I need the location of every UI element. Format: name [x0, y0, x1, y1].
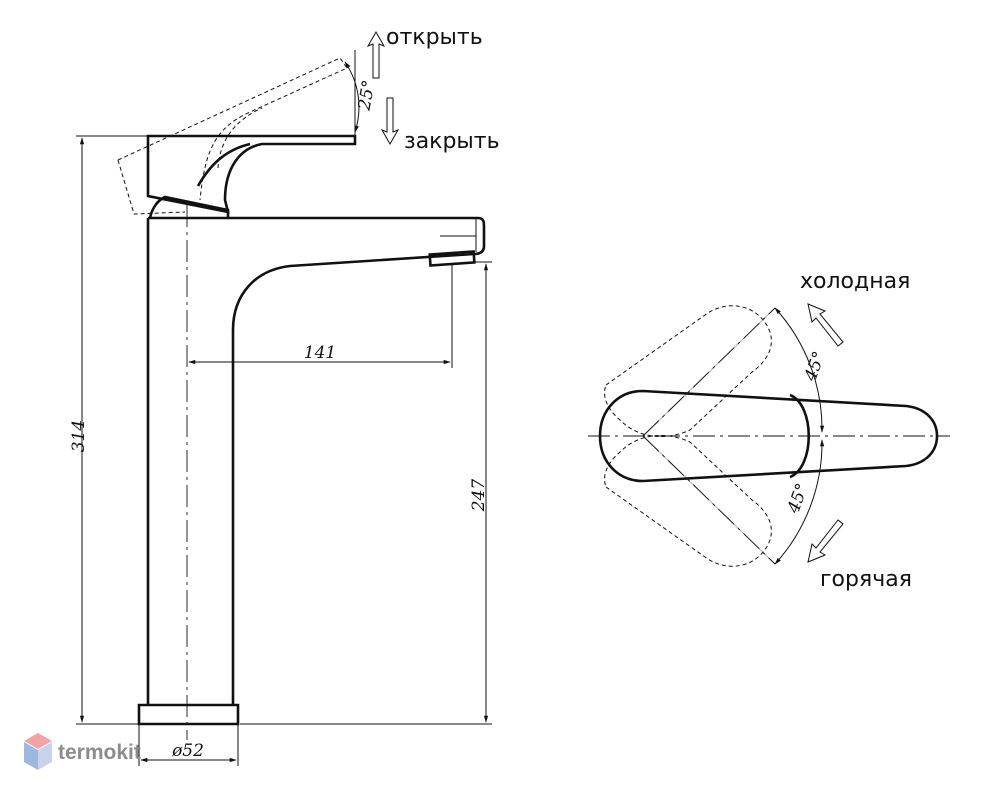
svg-text:314: 314 [69, 420, 89, 452]
hot-position-centerline [642, 435, 776, 565]
label-hot: горячая [820, 567, 912, 592]
cold-arrow-icon [807, 303, 844, 347]
hot-arrow-icon [807, 519, 844, 563]
lever-hot-dashed-outline [604, 434, 772, 567]
open-arrow-icon [366, 30, 386, 79]
aerator [428, 250, 476, 267]
svg-text:247: 247 [469, 479, 489, 513]
side-view: 314 247 141 ø52 25° от [69, 25, 500, 766]
dimension-height-total: 314 [69, 135, 148, 725]
faucet-base [137, 703, 240, 726]
svg-text:141: 141 [304, 343, 336, 363]
cold-angle-arc [774, 307, 825, 433]
lever-handle [146, 134, 357, 214]
cube-logo-icon [24, 733, 52, 770]
watermark-text: termokit [58, 741, 141, 764]
label-open: открыть [386, 25, 483, 50]
svg-text:45°: 45° [800, 349, 829, 385]
watermark: termokit [24, 733, 141, 770]
faucet-body [146, 216, 486, 705]
svg-text:ø52: ø52 [171, 741, 204, 761]
dimension-spout-height: 247 [240, 261, 492, 725]
dimension-lever-tilt: 25° [344, 50, 380, 136]
dimension-base-diameter: ø52 [138, 724, 239, 766]
label-cold: холодная [800, 269, 910, 294]
svg-text:25°: 25° [354, 79, 379, 113]
close-arrow-icon [380, 97, 400, 146]
lever-cold-dashed-outline [604, 305, 772, 438]
top-view: 45° 45° холодная горячая [588, 269, 950, 592]
label-close: закрыть [404, 129, 500, 154]
hot-angle-arc [774, 439, 825, 565]
dimension-spout-reach: 141 [188, 264, 453, 368]
cartridge-dome [148, 195, 230, 219]
cold-position-centerline [642, 307, 776, 437]
